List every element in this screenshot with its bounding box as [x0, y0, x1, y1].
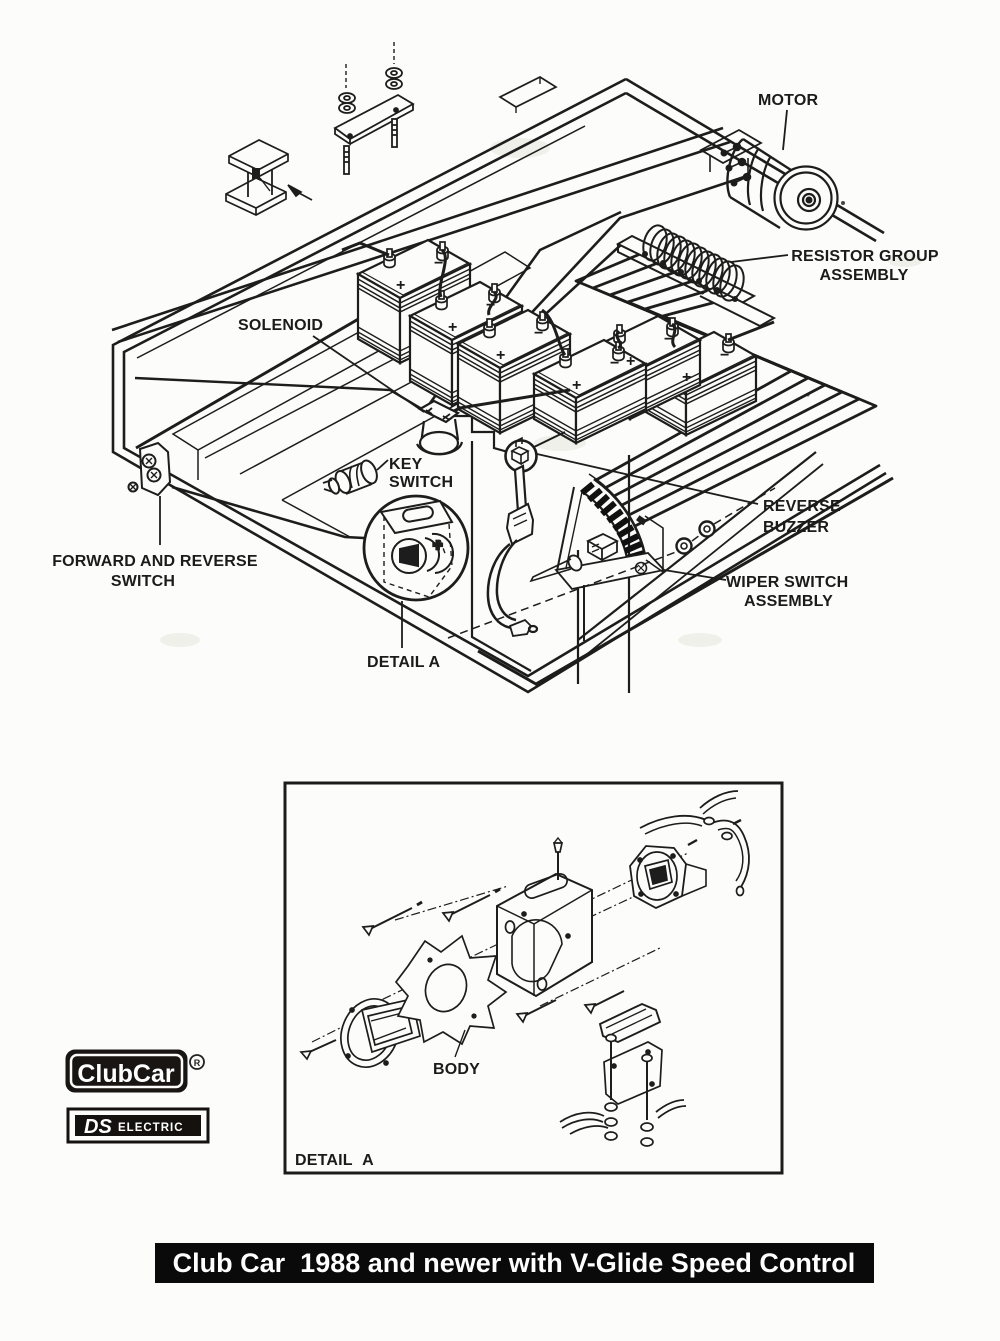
svg-text:−: − [434, 255, 444, 272]
svg-text:SWITCH: SWITCH [111, 573, 175, 590]
svg-text:DS: DS [84, 1116, 112, 1138]
svg-text:ASSEMBLY: ASSEMBLY [744, 593, 833, 610]
svg-text:+: + [396, 277, 406, 294]
svg-text:ClubCar: ClubCar [77, 1060, 175, 1088]
svg-text:+: + [433, 537, 443, 554]
svg-text:SOLENOID: SOLENOID [238, 317, 323, 334]
svg-text:WIPER SWITCH: WIPER SWITCH [726, 574, 848, 591]
svg-text:+: + [496, 347, 506, 364]
svg-text:−: − [534, 325, 544, 342]
svg-text:−: − [720, 347, 730, 364]
svg-text:ELECTRIC: ELECTRIC [118, 1122, 184, 1134]
svg-text:MOTOR: MOTOR [758, 92, 819, 109]
svg-text:ASSEMBLY: ASSEMBLY [819, 267, 908, 284]
svg-text:BODY: BODY [433, 1061, 480, 1078]
svg-text:+: + [448, 319, 458, 336]
svg-text:+: + [572, 377, 582, 394]
svg-text:+: + [682, 369, 692, 386]
svg-text:DETAIL A: DETAIL A [367, 654, 441, 671]
svg-text:DETAIL A: DETAIL A [295, 1152, 374, 1169]
svg-text:R: R [194, 1058, 201, 1068]
svg-text:KEY: KEY [389, 456, 423, 473]
svg-text:RESISTOR GROUP: RESISTOR GROUP [791, 248, 939, 265]
svg-text:−: − [610, 355, 620, 372]
svg-text:−: − [664, 331, 674, 348]
svg-text:BUZZER: BUZZER [763, 519, 829, 536]
svg-text:REVERSE: REVERSE [763, 498, 841, 515]
svg-text:FORWARD AND REVERSE: FORWARD AND REVERSE [52, 553, 258, 570]
svg-text:Club Car 1988 and newer with: Club Car 1988 and newer with V-Glide Spe… [173, 1248, 856, 1278]
svg-text:SWITCH: SWITCH [389, 474, 453, 491]
svg-text:+: + [626, 353, 636, 370]
